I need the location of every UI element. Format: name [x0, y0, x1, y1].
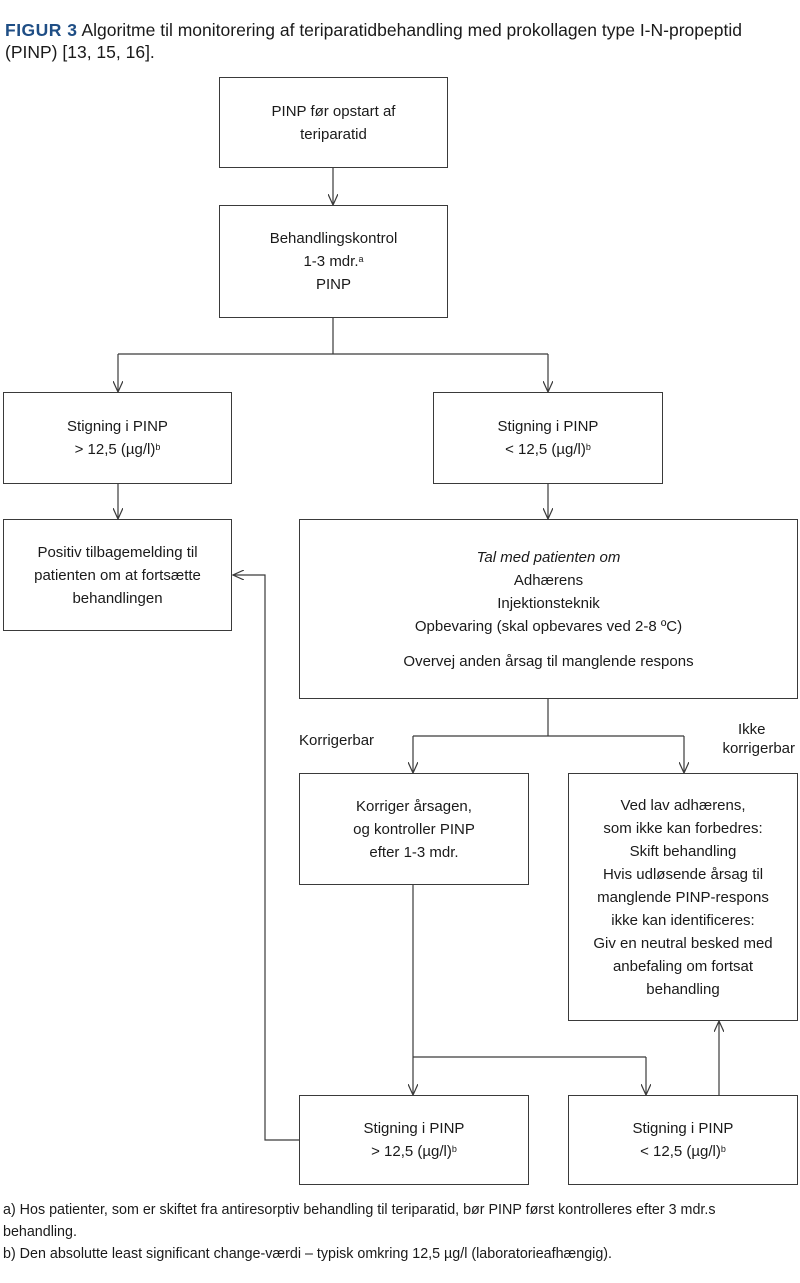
node-text-line: Stigning i PINP	[632, 1120, 734, 1137]
node-rise-below-threshold: Stigning i PINP < 12,5 (µg/l)b	[433, 392, 663, 484]
node-text-line: Stigning i PINP	[67, 418, 168, 435]
node-text: 1-3 mdr.	[303, 253, 359, 270]
node-text: > 12,5 (µg/l)	[74, 441, 156, 458]
node-text-line: ikke kan identificeres:	[611, 911, 755, 929]
node-text-line: PINP før opstart af	[271, 102, 396, 120]
node-heading: Tal med patienten om	[476, 548, 621, 566]
node-text-line: > 12,5 (µg/l)b	[75, 438, 161, 461]
node-text-line: Adhærens	[513, 571, 584, 589]
node-text-line: Hvis udløsende årsag til	[602, 865, 764, 883]
node-text-line: og kontroller PINP	[353, 820, 475, 838]
footnote-marker: a	[358, 254, 364, 264]
figure-label: FIGUR 3	[5, 20, 78, 40]
node-talk-with-patient: Tal med patienten om Adhærens Injektions…	[299, 519, 798, 699]
node-text-line: Opbevaring (skal opbevares ved 2-8 ºC)	[414, 617, 683, 635]
node-text-line: patienten om at fortsætte	[34, 566, 201, 584]
node-text-line: < 12,5 (µg/l)b	[505, 438, 591, 461]
footnote-marker: b	[451, 1144, 457, 1154]
node-text-line: Stigning i PINP	[363, 1120, 465, 1137]
node-rise-above-threshold-2: Stigning i PINP > 12,5 (µg/l)b	[299, 1095, 529, 1185]
footnote-b: b) Den absolutte least significant chang…	[3, 1246, 613, 1262]
node-text-line: < 12,5 (µg/l)b	[640, 1140, 726, 1163]
footnote-a: a) Hos patienter, som er skiftet fra ant…	[3, 1202, 716, 1240]
footnote-marker: b	[585, 442, 591, 452]
figure-caption: FIGUR 3 Algoritme til monitorering af te…	[5, 19, 785, 63]
node-rise-below-threshold-2: Stigning i PINP < 12,5 (µg/l)b	[568, 1095, 798, 1185]
node-positive-feedback: Positiv tilbagemelding til patienten om …	[3, 519, 232, 631]
node-text-line: Korriger årsagen,	[356, 797, 472, 815]
node-text-line: manglende PINP-respons	[597, 888, 769, 906]
edge-label-line: Ikke	[738, 721, 766, 738]
footnote-marker: b	[720, 1144, 726, 1154]
node-text-line: > 12,5 (µg/l)b	[371, 1140, 457, 1163]
node-text-line: Positiv tilbagemelding til	[37, 543, 198, 561]
edge-label-correctable: Korrigerbar	[299, 732, 375, 749]
node-text-line: Ved lav adhærens,	[620, 796, 746, 814]
footnote-marker: b	[155, 442, 161, 452]
node-text-line: efter 1-3 mdr.	[369, 843, 459, 861]
node-rise-above-threshold: Stigning i PINP > 12,5 (µg/l)b	[3, 392, 232, 484]
edge-label-line: korrigerbar	[722, 740, 795, 757]
node-treatment-control: Behandlingskontrol 1-3 mdr.a PINP	[219, 205, 448, 318]
node-correct-cause: Korriger årsagen, og kontroller PINP eft…	[299, 773, 529, 885]
figure-caption-text: Algoritme til monitorering af teriparati…	[5, 20, 742, 62]
arrow-rise-high-2-to-positive	[233, 575, 299, 1141]
node-text-line: behandlingen	[72, 589, 163, 607]
footnotes: a) Hos patienter, som er skiftet fra ant…	[3, 1199, 793, 1265]
node-not-correctable-action: Ved lav adhærens, som ikke kan forbedres…	[568, 773, 798, 1021]
edge-label-not-correctable: Ikke korrigerbar	[722, 720, 795, 758]
node-text-line: behandling	[646, 980, 720, 998]
node-text-line: Stigning i PINP	[497, 418, 599, 435]
node-text: < 12,5 (µg/l)	[505, 441, 586, 458]
node-text-line: teriparatid	[300, 125, 367, 143]
node-text: < 12,5 (µg/l)	[640, 1143, 721, 1160]
node-text-line: Skift behandling	[629, 842, 737, 860]
node-text-line: Giv en neutral besked med	[593, 934, 773, 952]
node-text-line: anbefaling om fortsat	[612, 957, 754, 975]
node-text-line: Overvej anden årsag til manglende respon…	[403, 652, 694, 670]
node-text-line: 1-3 mdr.a	[303, 250, 363, 273]
node-text-line: som ikke kan forbedres:	[603, 819, 763, 837]
node-text-line: Injektionsteknik	[497, 594, 600, 612]
node-text: > 12,5 (µg/l)	[371, 1143, 452, 1160]
node-text-line: Behandlingskontrol	[269, 230, 398, 247]
node-text-line: PINP	[315, 276, 351, 293]
node-pinp-start: PINP før opstart af teriparatid	[219, 77, 448, 168]
